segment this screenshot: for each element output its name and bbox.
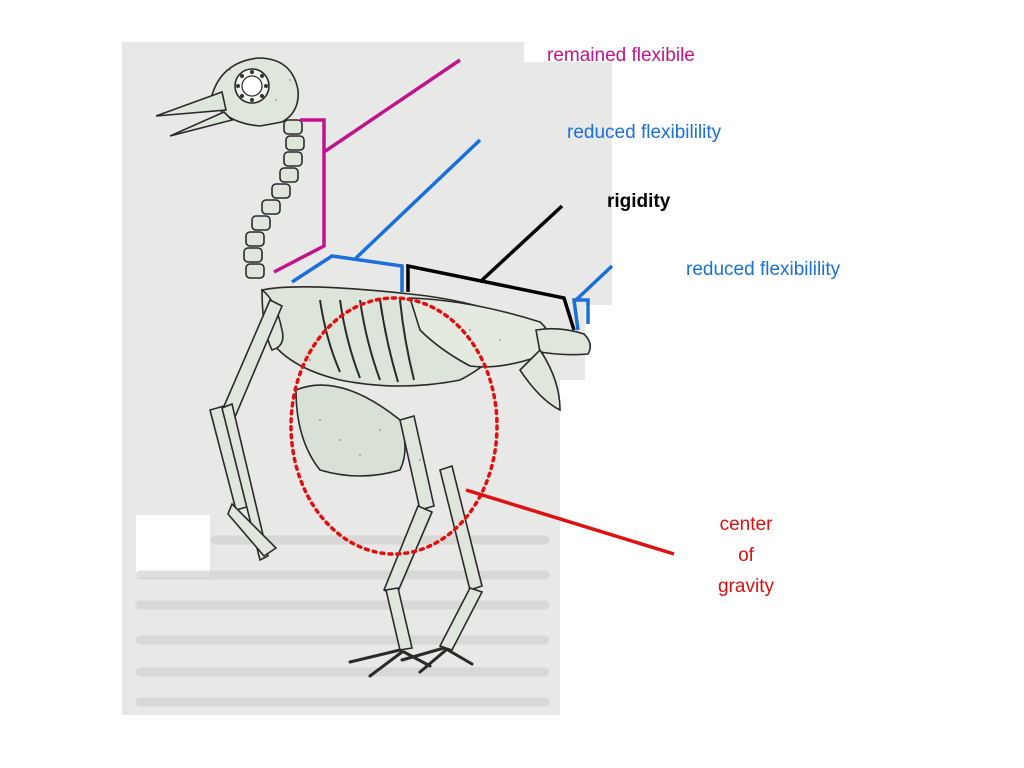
wing-tip — [227, 502, 278, 558]
label-tail: reduced flexibilility — [686, 259, 841, 280]
neck-annotation — [273, 58, 461, 274]
cog-line-2: of — [738, 545, 754, 566]
thoracic-bracket — [291, 254, 404, 292]
toes — [348, 646, 474, 678]
tarsometatarsus — [385, 587, 413, 651]
sternum — [295, 384, 406, 477]
pygostyle — [518, 348, 561, 412]
neck-leader-line — [323, 58, 461, 154]
tail-vertebrae — [535, 327, 592, 356]
cog-annotation — [289, 296, 675, 556]
tail-bracket — [572, 298, 590, 331]
cervical-vertebrae — [243, 119, 305, 279]
blank-patch — [136, 515, 210, 577]
cog-leader-line — [465, 488, 675, 556]
synsacrum-bracket — [406, 263, 576, 331]
neck-bracket — [273, 118, 326, 274]
second-leg — [439, 464, 483, 592]
synsacrum-annotation — [406, 204, 576, 331]
thoracic-annotation — [291, 138, 482, 292]
label-synsacrum: rigidity — [607, 191, 671, 212]
label-center-of-gravity: center of gravity — [700, 509, 792, 602]
stipple — [229, 69, 501, 461]
tail-annotation — [572, 264, 614, 331]
beak — [155, 90, 227, 117]
cog-line-1: center — [719, 514, 773, 535]
label-thoracic: reduced flexibilility — [567, 122, 722, 143]
tail-leader-line — [574, 264, 614, 302]
thoracic-leader-line — [354, 138, 482, 260]
cog-line-3: gravity — [718, 576, 774, 597]
label-neck: remained flexibile — [547, 45, 695, 66]
synsacrum-leader-line — [478, 204, 564, 284]
femur — [399, 414, 435, 512]
ribs — [319, 299, 415, 383]
center-of-gravity-circle — [289, 296, 499, 556]
bird-skeleton — [155, 57, 592, 678]
lower-beak — [169, 111, 234, 137]
